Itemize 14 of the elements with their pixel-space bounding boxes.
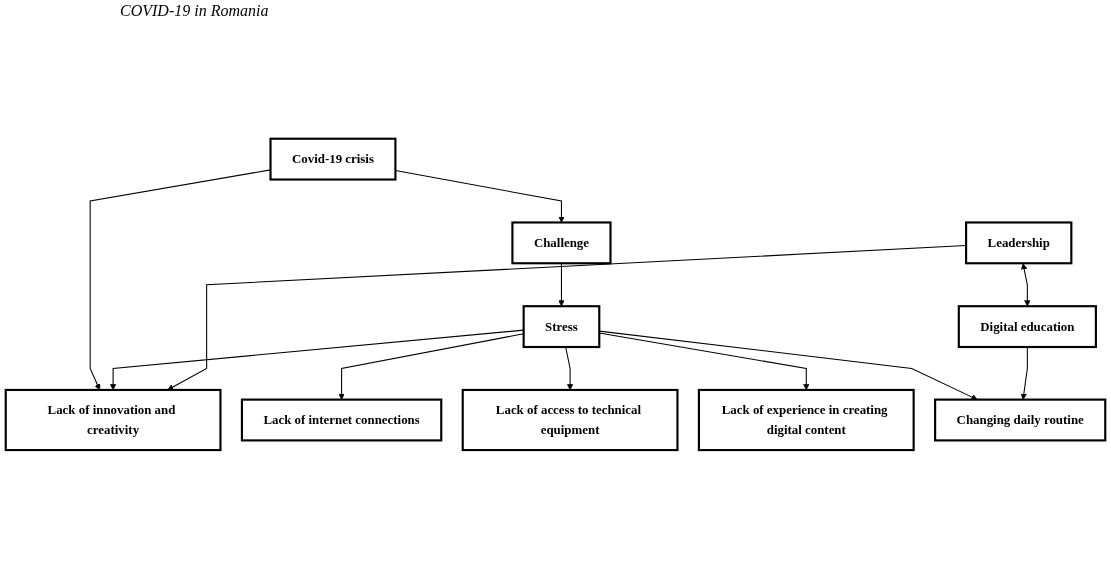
node-box: Lack of experience in creating digital content [697,388,915,451]
node-box: Lack of internet connections [240,398,443,442]
arrow [1020,346,1028,400]
node-box: Stress [522,304,601,348]
arrow [565,346,574,390]
node-box: Covid-19 crisis [269,137,397,181]
node-box: Digital education [957,304,1097,348]
node-box: Challenge [511,221,612,264]
node-box: Changing daily routine [934,398,1107,442]
node-box: Leadership [965,221,1073,264]
diagram-title: COVID-19 in Romania [120,2,269,20]
arrow [167,244,967,390]
node-box: Lack of access to technical equipment [461,388,679,451]
node-box: Lack of innovation and creativity [4,388,222,451]
